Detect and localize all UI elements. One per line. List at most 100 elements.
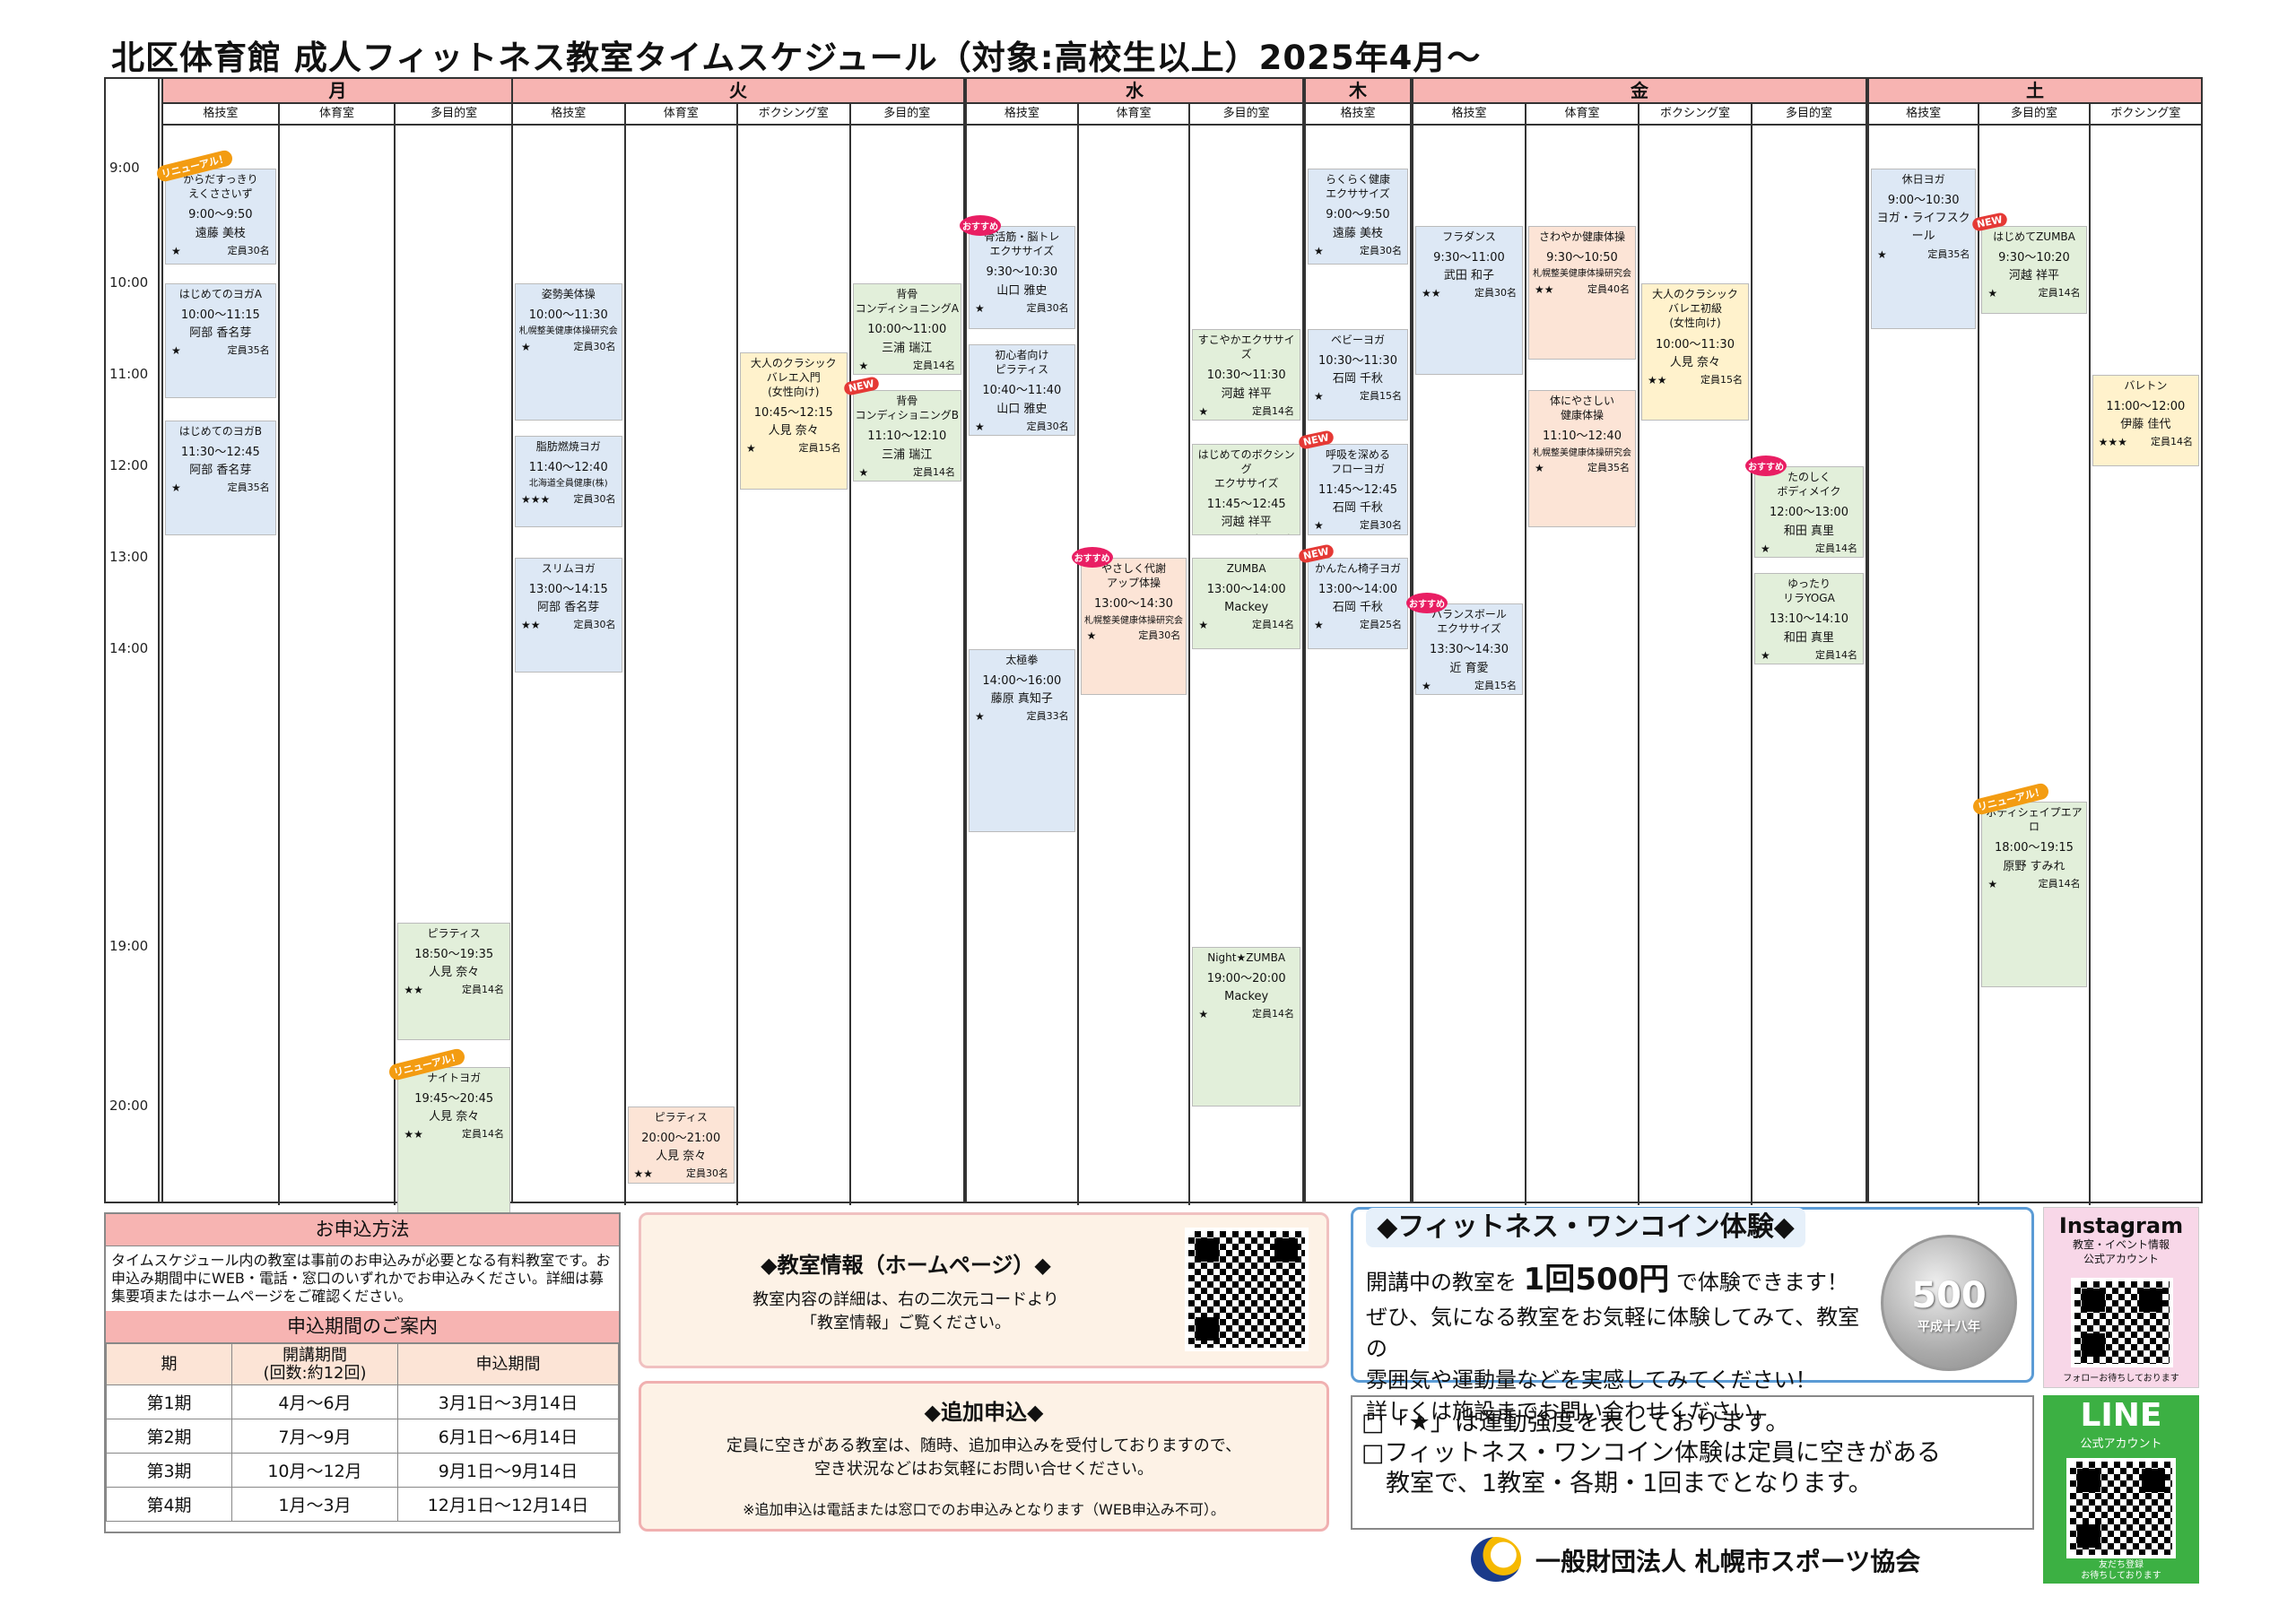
period-cell: 第4期 bbox=[106, 1487, 232, 1522]
additional-apply-note: ※追加申込は電話または窓口でのお申込みとなります（WEB申込み不可）。 bbox=[743, 1501, 1225, 1519]
capacity: 定員30名 bbox=[1026, 420, 1069, 432]
period-cell: 6月1日～6月14日 bbox=[397, 1419, 619, 1454]
room-header: 格技室 bbox=[1306, 104, 1410, 126]
homepage-qr-code[interactable] bbox=[1185, 1228, 1309, 1351]
instagram-qr-code[interactable] bbox=[2071, 1278, 2173, 1367]
period-cell: 12月1日～12月14日 bbox=[397, 1487, 619, 1522]
class-time: 13:00～14:00 bbox=[1206, 583, 1286, 597]
class-badge: おすすめ bbox=[960, 215, 1001, 236]
instructor-org: 札幌整美健康体操研究会 bbox=[1533, 269, 1631, 280]
time-label: 20:00 bbox=[109, 1098, 149, 1114]
capacity: 定員30名 bbox=[227, 244, 270, 256]
capacity: 定員30名 bbox=[1360, 244, 1402, 256]
room-header: 格技室 bbox=[967, 104, 1077, 126]
room-header: 格技室 bbox=[513, 104, 624, 126]
capacity: 定員30名 bbox=[1138, 629, 1181, 642]
class-name: ボディシェイプエアロ bbox=[1986, 806, 2083, 834]
class-name: はじめてのヨガA bbox=[178, 288, 262, 300]
class-time: 13:00～14:30 bbox=[1094, 597, 1173, 612]
capacity: 定員14名 bbox=[1251, 404, 1294, 417]
instagram-sub: 教室・イベント情報 公式アカウント bbox=[2072, 1238, 2170, 1265]
class-name: らくらく健康 エクササイズ bbox=[1325, 173, 1390, 201]
intensity-stars: ★ bbox=[975, 420, 985, 433]
instructor: 三浦 瑞江 bbox=[882, 341, 933, 355]
intensity-stars: ★★ bbox=[1535, 282, 1554, 296]
class-name: 大人のクラシック バレエ入門 (女性向け) bbox=[750, 356, 837, 398]
period-cell: 4月～6月 bbox=[231, 1384, 398, 1419]
room-header: 体育室 bbox=[1526, 104, 1638, 126]
period-col-header: 期 bbox=[106, 1343, 232, 1385]
one-coin-text: 開講中の教室を 1回500円 で体験できます！ ぜひ、気になる教室をお気軽に体験… bbox=[1366, 1258, 1868, 1427]
intensity-stars: ★ bbox=[1422, 679, 1431, 692]
instructor: 阿部 香名芽 bbox=[537, 601, 600, 615]
one-coin-panel: ◆フィットネス・ワンコイン体験◆ 開講中の教室を 1回500円 で体験できます！… bbox=[1351, 1207, 2034, 1424]
class-time: 14:00～16:00 bbox=[982, 674, 1062, 689]
line-qr-code[interactable] bbox=[2066, 1458, 2176, 1558]
line-panel[interactable]: LINE 公式アカウント 友だち登録 お待ちしております bbox=[2043, 1395, 2199, 1584]
intensity-stars: ★ bbox=[1877, 247, 1887, 261]
intensity-stars: ★★★ bbox=[521, 492, 551, 506]
class-name: やさしく代謝 アップ体操 bbox=[1100, 562, 1166, 590]
class-time: 10:00～11:30 bbox=[528, 308, 608, 323]
instructor: 近 育愛 bbox=[1449, 661, 1489, 675]
class-time: 18:00～19:15 bbox=[1995, 841, 2074, 855]
instructor: 和田 真里 bbox=[1783, 630, 1835, 645]
class-time: 9:30～11:00 bbox=[1433, 251, 1505, 265]
room-header: 多目的室 bbox=[1979, 104, 2089, 126]
time-label: 12:00 bbox=[109, 457, 149, 473]
room-header: 多目的室 bbox=[396, 104, 512, 126]
class-name: Night★ZUMBA bbox=[1207, 951, 1286, 964]
intensity-stars: ★ bbox=[521, 340, 531, 353]
instagram-foot: フォローお待ちしております bbox=[2063, 1374, 2179, 1384]
capacity: 定員14名 bbox=[1251, 1008, 1294, 1020]
class-time: 11:45～12:45 bbox=[1206, 498, 1286, 512]
capacity: 定員40名 bbox=[1587, 282, 1630, 295]
instructor: 人見 奈々 bbox=[429, 966, 480, 980]
class-name: はじめてのヨガB bbox=[178, 425, 262, 438]
capacity: 定員14名 bbox=[461, 1128, 504, 1141]
intensity-stars: ★★ bbox=[1422, 287, 1441, 300]
instagram-panel[interactable]: Instagram 教室・イベント情報 公式アカウント フォローお待ちしておりま… bbox=[2043, 1207, 2199, 1388]
class-info-text1: 教室内容の詳細は、右の二次元コードより bbox=[752, 1290, 1059, 1309]
